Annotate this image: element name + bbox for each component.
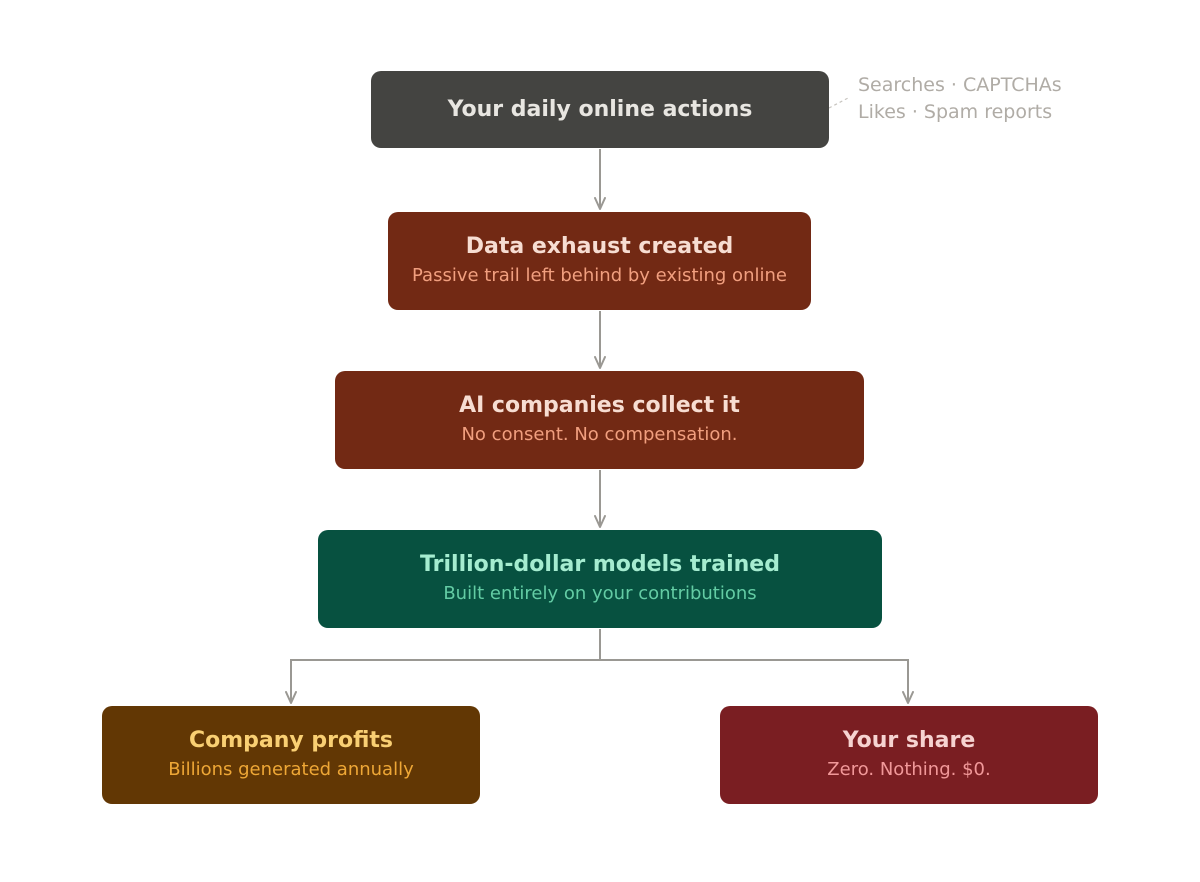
- side-note-line-2: Likes · Spam reports: [858, 101, 1053, 123]
- node-subtitle: Billions generated annually: [168, 759, 414, 780]
- node-subtitle: Zero. Nothing. $0.: [827, 759, 991, 780]
- arrow-models-to-profits: [285, 629, 601, 704]
- side-note-line-1: Searches · CAPTCHAs: [858, 74, 1062, 96]
- node-daily-online-actions: Your daily online actions: [371, 71, 829, 148]
- side-note-leader: [828, 97, 849, 109]
- node-title: Trillion-dollar models trained: [420, 552, 780, 577]
- node-subtitle: Passive trail left behind by existing on…: [412, 265, 787, 286]
- arrow-models-to-share: [600, 659, 914, 704]
- node-title: Your daily online actions: [447, 96, 753, 122]
- node-title: Data exhaust created: [465, 234, 734, 259]
- node-your-share: Your share Zero. Nothing. $0.: [720, 706, 1098, 804]
- side-note-examples: Searches · CAPTCHAs Likes · Spam reports: [858, 72, 1062, 126]
- node-title: Your share: [842, 728, 976, 753]
- node-data-exhaust: Data exhaust created Passive trail left …: [388, 212, 811, 310]
- node-title: Company profits: [188, 728, 394, 753]
- node-company-profits: Company profits Billions generated annua…: [102, 706, 480, 804]
- node-subtitle: No consent. No compensation.: [461, 424, 738, 445]
- node-models-trained: Trillion-dollar models trained Built ent…: [318, 530, 882, 628]
- node-subtitle: Built entirely on your contributions: [443, 583, 757, 604]
- node-title: AI companies collect it: [459, 393, 740, 418]
- node-ai-companies-collect: AI companies collect it No consent. No c…: [335, 371, 864, 469]
